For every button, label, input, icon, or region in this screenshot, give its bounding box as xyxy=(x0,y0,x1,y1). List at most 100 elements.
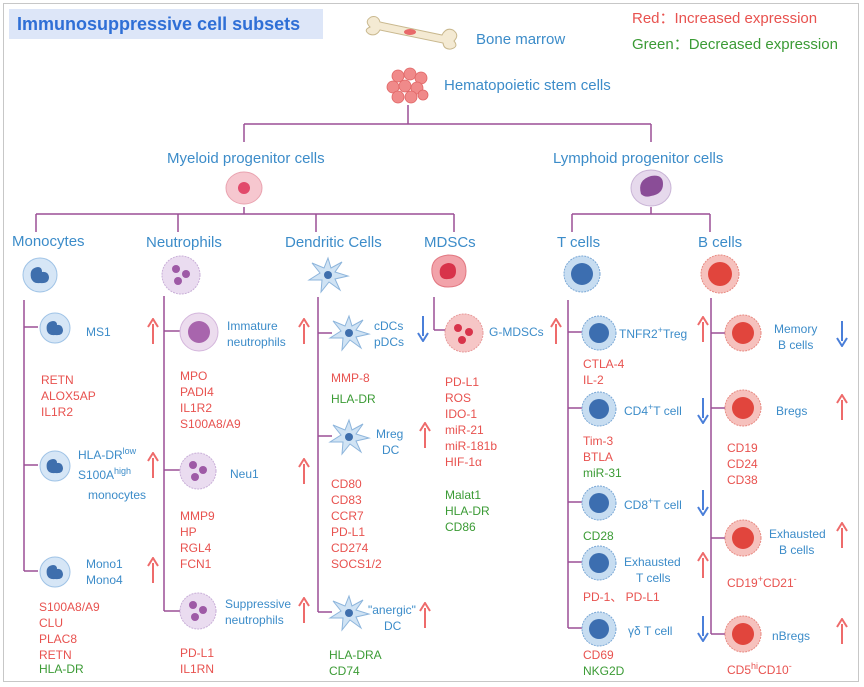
cd4-label: CD4+T cell xyxy=(624,402,682,419)
figure-frame xyxy=(3,3,859,682)
dendritic-icon xyxy=(307,256,350,294)
up-arrow-icon xyxy=(836,618,848,644)
exhausted-b-cell-icon xyxy=(724,519,762,557)
category-monocytes: Monocytes xyxy=(12,233,85,250)
myeloid-progenitor-label: Myeloid progenitor cells xyxy=(167,150,325,167)
neutrophil-icon xyxy=(161,255,201,295)
cd8-markers-green: CD28 xyxy=(583,529,614,543)
ms1-cell-icon xyxy=(39,312,71,344)
bcell-icon xyxy=(700,254,740,294)
cdc-cell-icon xyxy=(328,314,371,352)
cdc-markers-red: MMP-8 xyxy=(331,371,370,385)
mono14-markers-green: HLA-DR xyxy=(39,662,84,676)
up-arrow-icon xyxy=(697,316,709,342)
legend-red: Red：Increased expression xyxy=(632,10,818,27)
anergic-dc-label: "anergic"DC xyxy=(368,603,416,633)
gd-t-cell-icon xyxy=(581,611,617,647)
suppressive-neutrophil-icon xyxy=(179,592,217,630)
tcell-icon xyxy=(563,255,601,293)
category-dendritic: Dendritic Cells xyxy=(285,234,382,251)
bone-icon xyxy=(365,16,458,50)
exhausted-b-markers: CD19+CD21- xyxy=(727,574,797,591)
memory-b-cell-icon xyxy=(724,314,762,352)
stem-cells-icon xyxy=(386,67,429,104)
mdsc-icon xyxy=(431,254,467,288)
category-bcells: B cells xyxy=(698,234,743,251)
up-arrow-icon xyxy=(147,452,159,478)
up-arrow-icon xyxy=(298,318,310,344)
nbregs-markers: CD5hiCD10- xyxy=(727,661,792,678)
up-arrow-icon xyxy=(419,422,431,448)
up-arrow-icon xyxy=(298,458,310,484)
hsc-label: Hematopoietic stem cells xyxy=(444,77,611,94)
gd-markers-red: CD69 xyxy=(583,648,614,662)
bregs-label: Bregs xyxy=(776,404,808,418)
diagram-title: Immunosuppressive cell subsets xyxy=(9,9,323,39)
cd4-markers-green: miR-31 xyxy=(583,466,622,480)
monocyte-icon xyxy=(22,257,58,293)
cd8-label: CD8+T cell xyxy=(624,496,682,513)
legend-green: Green：Decreased expression xyxy=(632,36,838,53)
lymphoid-progenitor-label: Lymphoid progenitor cells xyxy=(553,150,724,167)
up-arrow-icon xyxy=(550,318,562,344)
neu1-label: Neu1 xyxy=(230,467,259,481)
bone-marrow-label: Bone marrow xyxy=(476,31,566,48)
category-neutrophils: Neutrophils xyxy=(146,234,222,251)
nbregs-label: nBregs xyxy=(772,629,811,643)
exhausted-t-markers: PD-1、 PD-L1 xyxy=(583,590,660,604)
hla-monocyte-label: HLA-DRlow S100Ahigh monocytes xyxy=(78,446,147,503)
hla-monocyte-icon xyxy=(39,450,71,482)
immature-neutrophil-icon xyxy=(179,312,219,352)
myeloid-cell-icon xyxy=(225,171,263,205)
cdc-markers-green: HLA-DR xyxy=(331,392,376,406)
exhausted-t-cell-icon xyxy=(581,545,617,581)
down-arrow-icon xyxy=(836,321,848,347)
neu1-cell-icon xyxy=(179,452,217,490)
category-tcells: T cells xyxy=(557,234,601,251)
cd4-cell-icon xyxy=(581,391,617,427)
gd-markers-green: NKG2D xyxy=(583,664,625,678)
anergic-dc-icon xyxy=(328,594,371,632)
g-mdsc-icon xyxy=(444,313,484,353)
mono14-cell-icon xyxy=(39,556,71,588)
gd-t-label: γδ T cell xyxy=(628,624,673,638)
g-mdsc-label: G-MDSCs xyxy=(489,325,544,339)
down-arrow-icon xyxy=(697,490,709,516)
treg-label: TNFR2+Treg xyxy=(619,325,688,342)
mreg-dc-icon xyxy=(328,418,371,456)
down-arrow-icon xyxy=(417,316,429,342)
up-arrow-icon xyxy=(697,552,709,578)
category-mdscs: MDSCs xyxy=(424,234,476,251)
up-arrow-icon xyxy=(147,318,159,344)
lymphoid-cell-icon xyxy=(630,169,672,207)
up-arrow-icon xyxy=(836,394,848,420)
up-arrow-icon xyxy=(298,597,310,623)
nbreg-cell-icon xyxy=(724,615,762,653)
down-arrow-icon xyxy=(697,398,709,424)
up-arrow-icon xyxy=(836,522,848,548)
up-arrow-icon xyxy=(419,602,431,628)
cd8-cell-icon xyxy=(581,485,617,521)
ms1-label: MS1 xyxy=(86,325,111,339)
down-arrow-icon xyxy=(697,616,709,642)
breg-cell-icon xyxy=(724,389,762,427)
